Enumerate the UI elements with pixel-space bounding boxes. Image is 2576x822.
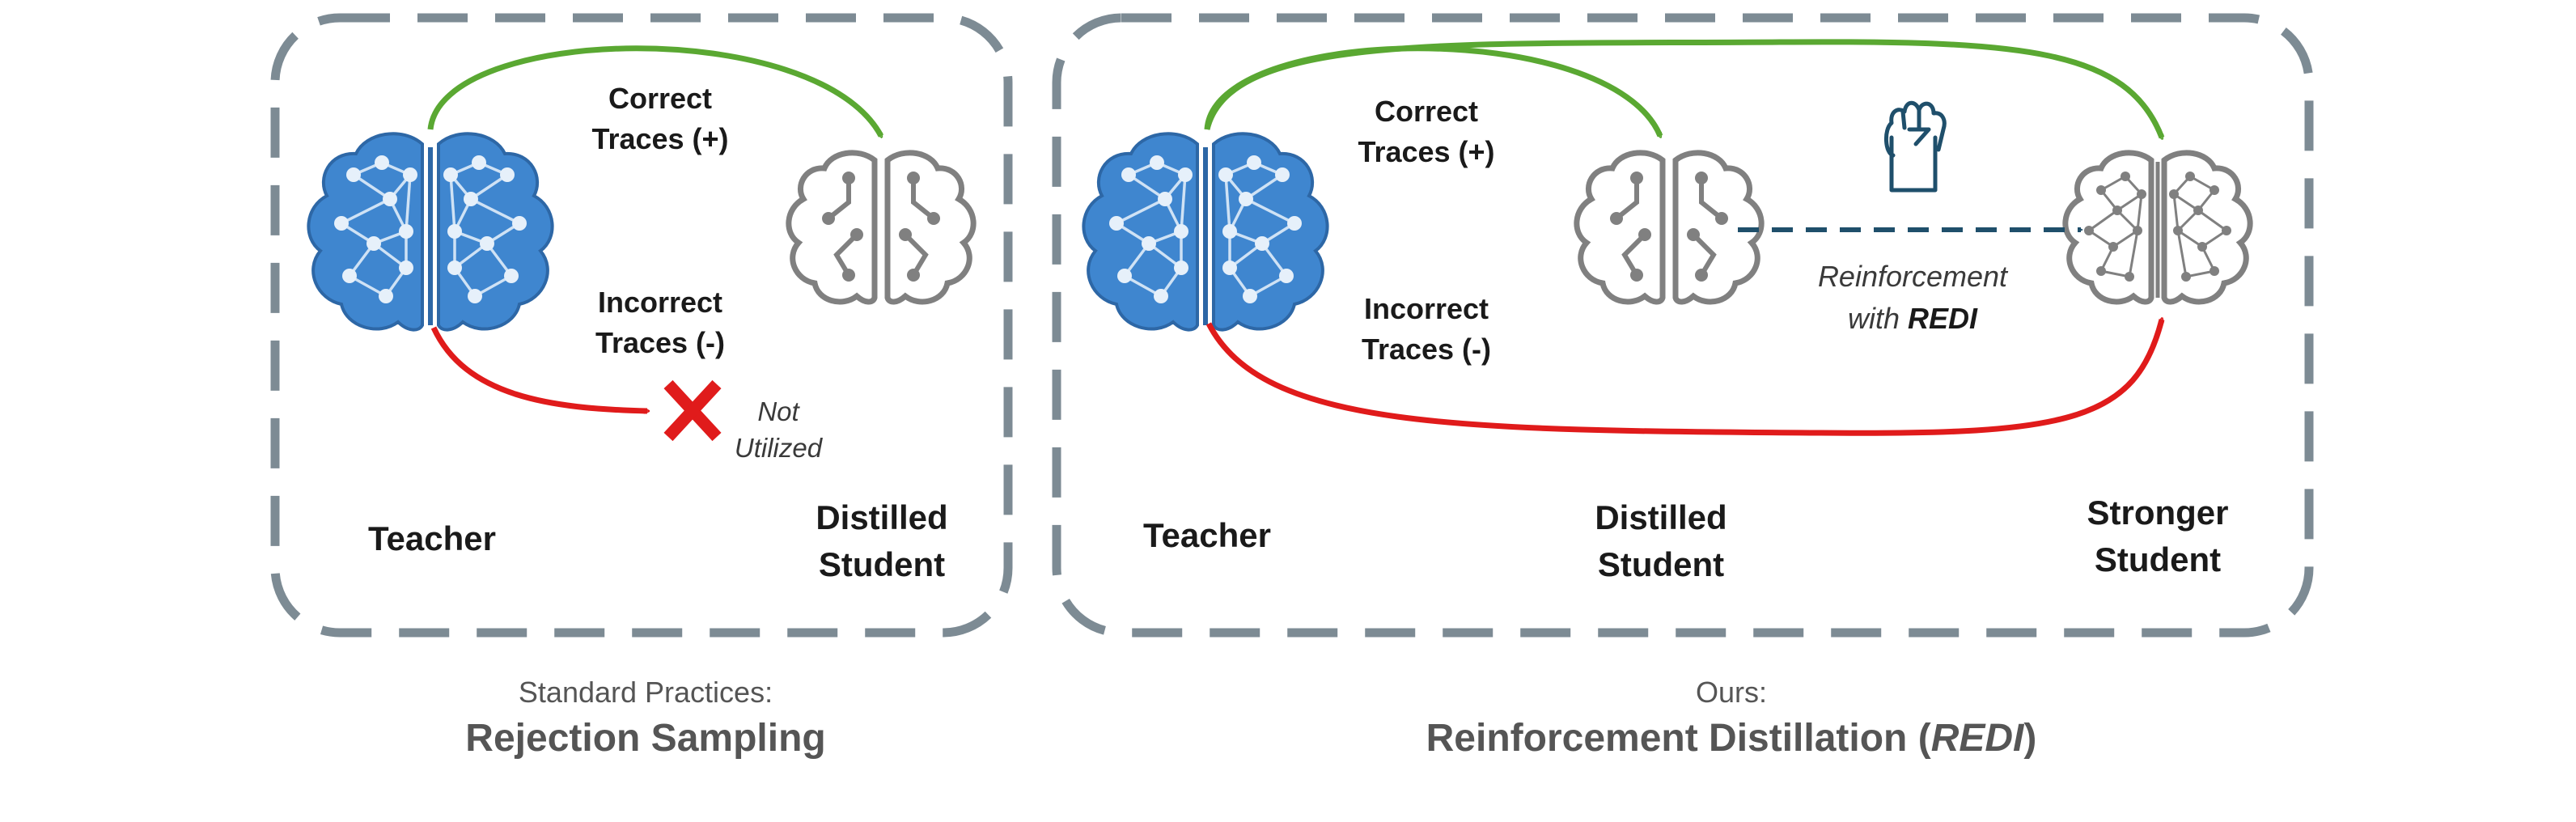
correct-traces-arrow [427, 45, 884, 136]
not-utilized-cross-icon [663, 379, 722, 442]
correct-traces-label-line2: Traces (+) [591, 122, 728, 155]
incorrect-traces-label-line2: Traces (-) [1362, 333, 1491, 366]
stronger-student-brain-icon [2065, 153, 2250, 302]
rejection-sampling-panel [270, 13, 1013, 638]
redi-method-name: REDI [1931, 717, 2025, 760]
raised-fist-icon [1884, 100, 1947, 193]
teacher-label: Teacher [368, 519, 496, 557]
left-caption-big: Rejection Sampling [465, 717, 825, 760]
distilled-student-brain-icon [1577, 153, 1761, 302]
reinforcement-label-line2: with REDI [1848, 302, 1978, 335]
correct-traces-to-stronger-arrow [1204, 39, 2165, 138]
distilled-student-label-line2: Student [1598, 545, 1724, 583]
correct-traces-label-line1: Correct [1375, 95, 1478, 128]
incorrect-traces-label-line2: Traces (-) [595, 326, 725, 359]
redi-method-name: REDI [1908, 302, 1978, 335]
not-utilized-label-line1: Not [757, 396, 800, 426]
correct-traces-label-line2: Traces (+) [1358, 135, 1494, 168]
teacher-brain-icon [308, 133, 552, 329]
not-utilized-label-line2: Utilized [735, 433, 824, 463]
teacher-label: Teacher [1143, 516, 1271, 554]
correct-traces-label-line1: Correct [608, 82, 712, 115]
incorrect-traces-to-stronger-arrow [1205, 320, 2165, 436]
redi-panel [1052, 13, 2314, 638]
teacher-brain-icon [1083, 133, 1327, 329]
distilled-student-label-line1: Distilled [816, 498, 947, 536]
distilled-student-label-line2: Student [819, 545, 945, 583]
incorrect-traces-arrow [430, 326, 647, 411]
incorrect-traces-label-line1: Incorrect [1364, 292, 1489, 325]
stronger-student-label-line2: Student [2095, 540, 2221, 578]
student-brain-icon [789, 153, 973, 302]
stronger-student-label-line1: Stronger [2087, 494, 2228, 532]
reinforcement-label-line1: Reinforcement [1818, 260, 2009, 293]
right-caption-small: Ours: [1696, 676, 1767, 709]
incorrect-traces-label-line1: Incorrect [598, 286, 722, 319]
right-caption-big: Reinforcement Distillation (REDI) [1426, 717, 2037, 760]
left-caption-small: Standard Practices: [519, 676, 773, 709]
distilled-student-label-line1: Distilled [1595, 498, 1727, 536]
